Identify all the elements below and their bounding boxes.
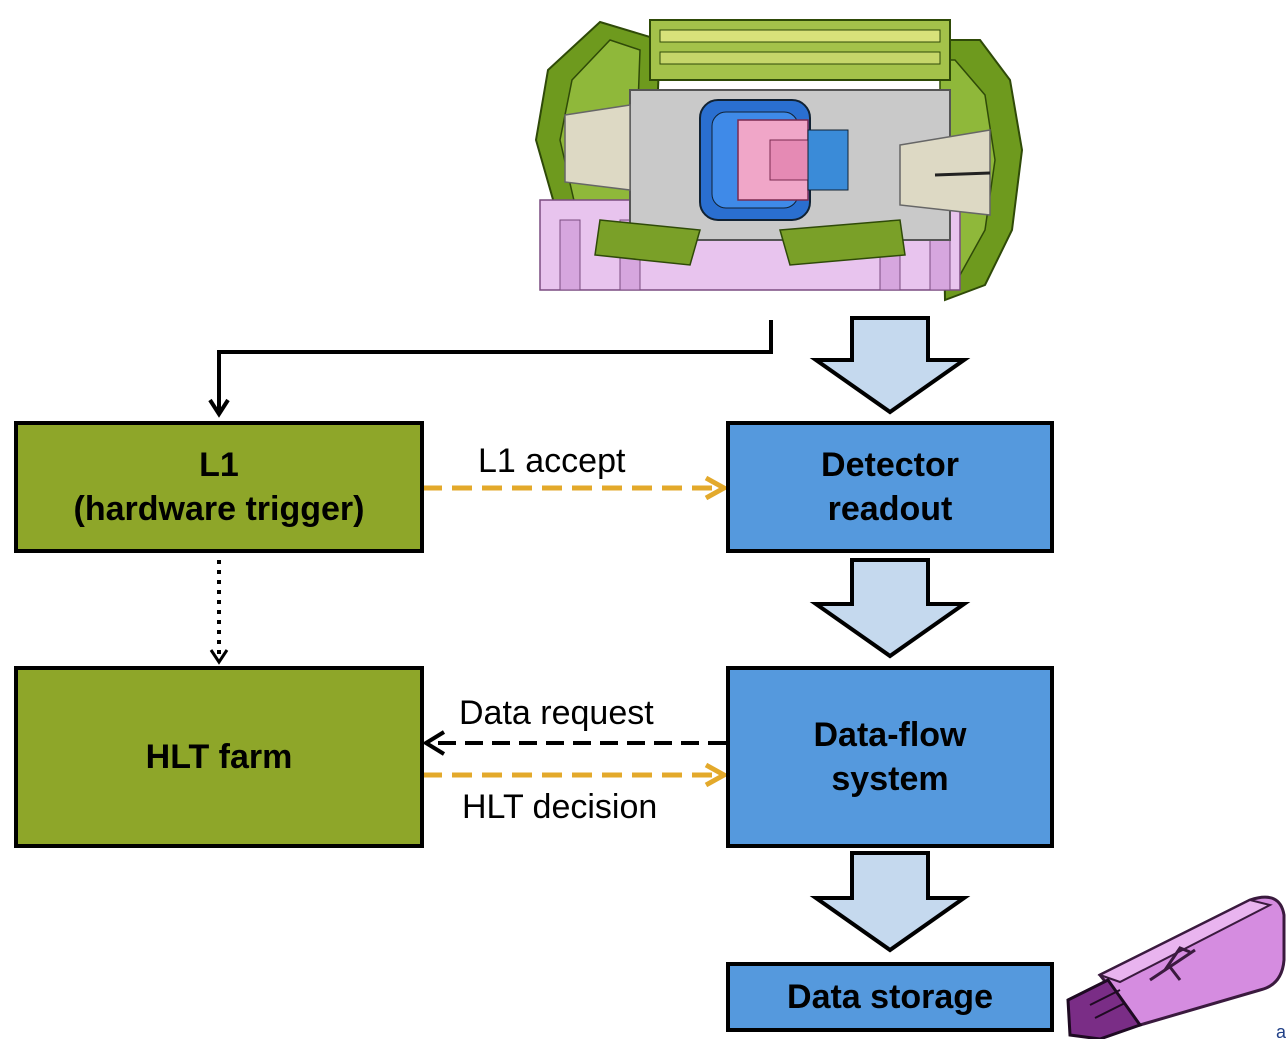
dataflow-system-box: Data-flow system xyxy=(726,666,1054,848)
hlt-box-label: HLT farm xyxy=(145,738,293,776)
detector-readout-box: Detector readout xyxy=(726,421,1054,553)
detector-to-l1-connector xyxy=(208,320,773,418)
dataflow-line2: system xyxy=(831,760,949,798)
hlt-farm-box: HLT farm xyxy=(14,666,424,848)
block-arrow-dataflow-to-storage xyxy=(809,851,971,953)
l1-box-line1: L1 xyxy=(199,446,239,484)
corner-mark: a xyxy=(1276,1022,1286,1042)
data-storage-label: Data storage xyxy=(787,978,993,1016)
l1-to-hlt-dotted-connector xyxy=(209,560,229,665)
dataflow-line1: Data-flow xyxy=(813,716,967,754)
detector-illustration xyxy=(534,19,1024,302)
data-request-label: Data request xyxy=(459,694,654,732)
detector-readout-line2: readout xyxy=(827,490,953,528)
l1-accept-arrow xyxy=(422,475,730,501)
hlt-decision-label: HLT decision xyxy=(462,788,658,826)
usb-flash-drive-icon xyxy=(1066,895,1286,1039)
l1-box-line2: (hardware trigger) xyxy=(73,490,365,528)
data-storage-box: Data storage xyxy=(726,962,1054,1032)
detector-readout-line1: Detector xyxy=(821,446,959,484)
l1-accept-label: L1 accept xyxy=(478,442,626,480)
l1-hardware-trigger-box: L1 (hardware trigger) xyxy=(14,421,424,553)
block-arrow-detector-to-readout xyxy=(809,316,971,415)
hlt-decision-arrow xyxy=(422,762,730,788)
data-request-arrow xyxy=(422,730,726,756)
block-arrow-readout-to-dataflow xyxy=(809,558,971,659)
